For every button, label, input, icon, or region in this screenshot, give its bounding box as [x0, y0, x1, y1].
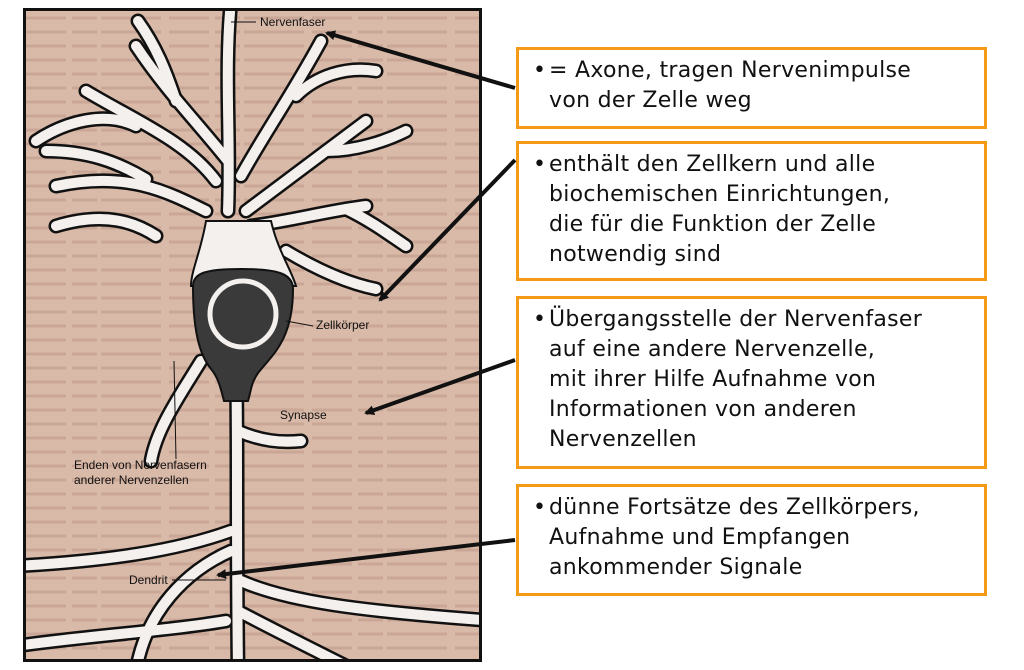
- callout-zellkoerper: • enthält den Zellkern und alle biochemi…: [516, 141, 987, 281]
- callout-text: enthält den Zellkern und alle biochemisc…: [549, 152, 891, 267]
- label-enden-line2: anderer Nervenzellen: [74, 473, 189, 487]
- nucleus: [207, 278, 279, 350]
- label-enden-leader: [173, 360, 177, 460]
- label-zellkoerper: Zellkörper: [316, 318, 369, 332]
- callout-text: Übergangsstelle der Nervenfaser auf eine…: [549, 307, 923, 452]
- callout-bullet: •: [533, 307, 546, 332]
- callout-text: = Axone, tragen Nervenimpulse von der Ze…: [549, 58, 912, 113]
- callout-synapse: • Übergangsstelle der Nervenfaser auf ei…: [516, 296, 987, 469]
- callout-dendrit: • dünne Fortsätze des Zellkörpers, Aufna…: [516, 484, 987, 596]
- label-synapse: Synapse: [280, 408, 327, 422]
- callout-bullet: •: [533, 495, 546, 520]
- callout-axone: • = Axone, tragen Nervenimpulse von der …: [516, 47, 987, 129]
- label-enden-line1: Enden von Nervenfasern: [74, 458, 207, 472]
- label-nervenfaser: Nervenfaser: [260, 15, 325, 29]
- label-zellkoerper-leader: [285, 320, 314, 327]
- callout-bullet: •: [533, 152, 546, 177]
- callout-bullet: •: [533, 58, 546, 83]
- neuron-illustration: Nervenfaser Zellkörper Synapse Enden von…: [23, 8, 482, 662]
- neuron-drawing: Nervenfaser Zellkörper Synapse Enden von…: [26, 11, 479, 659]
- label-dendrit: Dendrit: [129, 573, 168, 587]
- callout-text: dünne Fortsätze des Zellkörpers, Aufnahm…: [549, 495, 920, 580]
